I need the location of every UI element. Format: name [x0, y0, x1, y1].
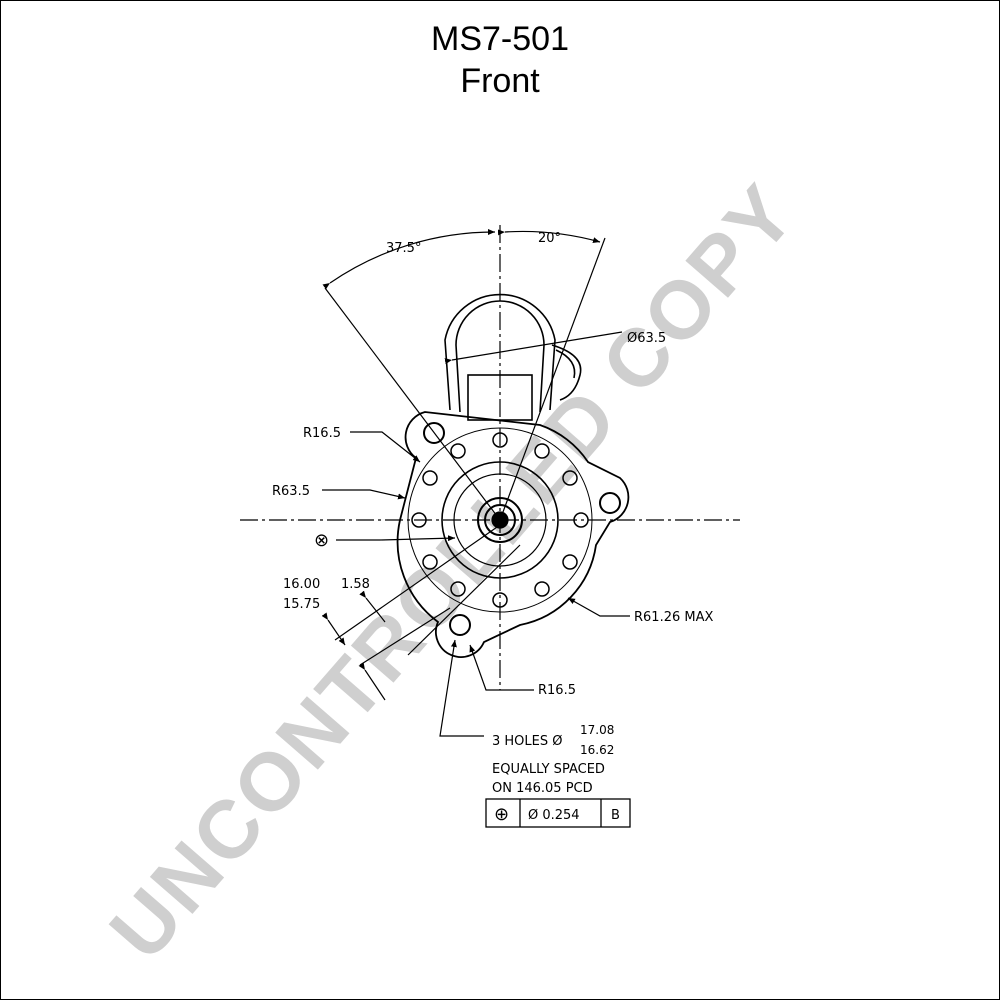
- angle-line-left: [324, 287, 501, 521]
- radius-max-label: R61.26 MAX: [634, 610, 713, 625]
- holes-leader: [439, 639, 484, 737]
- radius-outer-label: R63.5: [272, 484, 310, 499]
- angle-right-label: 20°: [538, 231, 561, 246]
- fcf-datum: B: [611, 808, 620, 823]
- width-lower-label: 15.75: [283, 597, 320, 612]
- radius-bottom-label: R16.5: [538, 683, 576, 698]
- width-upper-label: 16.00: [283, 577, 320, 592]
- view-subtitle: Front: [460, 62, 540, 100]
- radius-top-left-label: R16.5: [303, 426, 341, 441]
- datum-leader: [336, 535, 456, 542]
- feature-control-frame: [485, 798, 631, 828]
- offset-dim-line-2: [358, 662, 386, 701]
- offset-ext-line: [359, 607, 451, 666]
- radius-outer-leader: [322, 489, 406, 500]
- diameter-top-label: Ø63.5: [627, 331, 666, 346]
- offset-dim-line: [359, 590, 386, 623]
- datum-symbol-label: ⊗: [314, 530, 329, 551]
- diameter-leader: [444, 331, 623, 365]
- holes-note-line3: ON 146.05 PCD: [492, 781, 593, 796]
- radius-top-left-leader: [350, 431, 421, 463]
- radius-max-leader: [567, 597, 630, 617]
- angle-line-right: [499, 237, 606, 521]
- angle-left-label: 37.5°: [386, 241, 421, 256]
- offset-label: 1.58: [341, 577, 370, 592]
- width-dim-line: [321, 612, 346, 646]
- housing-outline: [396, 411, 630, 658]
- mounting-holes: [423, 422, 621, 636]
- watermark-text: UNCONTROLLED COPY: [93, 167, 814, 977]
- width-ext-line-2: [407, 544, 521, 656]
- part-number-title: MS7-501: [431, 20, 569, 58]
- holes-lower-tol: 16.62: [580, 743, 614, 757]
- fcf-tolerance-value: Ø 0.254: [528, 808, 580, 823]
- holes-note-line2: EQUALLY SPACED: [492, 762, 605, 777]
- holes-upper-tol: 17.08: [580, 723, 614, 737]
- radius-bottom-leader: [469, 644, 534, 691]
- holes-note-prefix: 3 HOLES Ø: [492, 734, 562, 749]
- width-ext-line-1: [334, 524, 501, 641]
- bolt-holes: [411, 432, 589, 608]
- position-tolerance-icon: ⊕: [494, 804, 509, 825]
- angle-arc-left: [322, 228, 496, 290]
- angle-arc-right: [497, 229, 601, 244]
